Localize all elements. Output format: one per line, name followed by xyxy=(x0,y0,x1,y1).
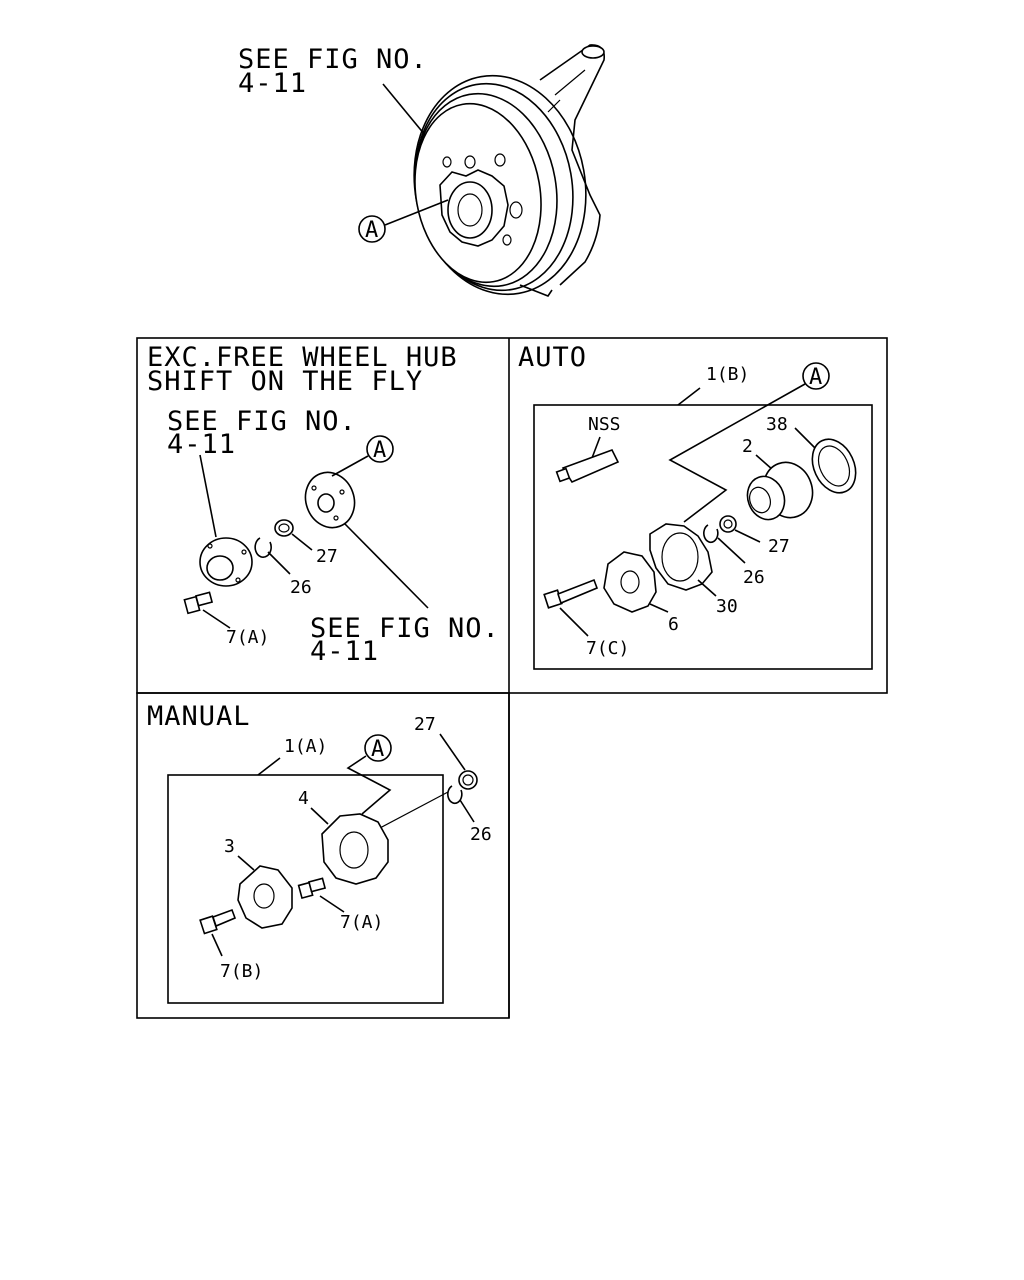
auto-label-27: 27 xyxy=(768,536,790,557)
exc-leader-line-b xyxy=(344,523,429,609)
panel-auto: AUTO 1(B) A NSS 38 2 27 26 xyxy=(518,342,873,670)
top-ref-letter: A xyxy=(365,218,378,243)
top-leader-line xyxy=(382,83,426,136)
exc-bolt-7a xyxy=(183,591,214,615)
auto-shim-27 xyxy=(719,515,737,533)
exc-ref-marker-a xyxy=(366,435,394,463)
manual-label-7a: 7(A) xyxy=(340,912,383,933)
manual-group-box xyxy=(167,774,444,1004)
exc-panel-title-line2: SHIFT ON THE FLY xyxy=(147,366,423,397)
top-ref-marker-a xyxy=(358,215,386,243)
exc-fig-number-b: 4-11 xyxy=(310,636,379,667)
auto-label-38: 38 xyxy=(766,414,788,435)
manual-group-label: 1(A) xyxy=(284,736,327,757)
manual-label-3: 3 xyxy=(224,836,235,857)
hub-center xyxy=(447,181,493,239)
manual-ref-marker-a xyxy=(364,734,392,762)
stud-hole xyxy=(464,155,476,169)
stud-hole xyxy=(494,153,506,167)
auto-grease-tube-nss xyxy=(561,449,620,484)
panel-manual: MANUAL 1(A) A 27 26 4 7(A) 3 xyxy=(147,701,492,1004)
manual-shim-27 xyxy=(458,770,478,790)
exc-leader-line-a xyxy=(199,454,217,538)
auto-group-label: 1(B) xyxy=(706,364,749,385)
manual-label-4: 4 xyxy=(298,788,309,809)
top-see-fig-label: SEE FIG NO. xyxy=(238,44,428,75)
auto-ref-marker-a xyxy=(802,362,830,390)
auto-cap-38 xyxy=(811,438,857,494)
exc-see-fig-label-a: SEE FIG NO. xyxy=(167,406,357,437)
exc-label-26: 26 xyxy=(290,577,312,598)
knuckle-ball-joint xyxy=(581,45,605,59)
top-hub-assembly: SEE FIG NO. 4-11 A xyxy=(238,44,606,297)
manual-label-27: 27 xyxy=(414,714,436,735)
auto-label-30: 30 xyxy=(716,596,738,617)
manual-label-26: 26 xyxy=(470,824,492,845)
auto-label-7c: 7(C) xyxy=(586,638,629,659)
auto-label-6: 6 xyxy=(668,614,679,635)
auto-flange-6 xyxy=(603,551,657,613)
stud-hole xyxy=(502,234,512,246)
auto-bolt-7c xyxy=(543,578,599,609)
manual-panel-title: MANUAL xyxy=(147,701,251,732)
exc-label-7a: 7(A) xyxy=(226,627,269,648)
exc-see-fig-label-b: SEE FIG NO. xyxy=(310,613,500,644)
stud-hole xyxy=(509,201,523,219)
exc-fig-number-a: 4-11 xyxy=(167,429,236,460)
exc-label-27: 27 xyxy=(316,546,338,567)
auto-ref-letter: A xyxy=(809,365,822,390)
manual-snap-ring-26 xyxy=(447,785,463,805)
exc-panel-title-line1: EXC.FREE WHEEL HUB xyxy=(147,342,458,373)
manual-bolt-7b xyxy=(199,908,237,935)
exc-snap-ring-26 xyxy=(254,537,272,558)
auto-snap-ring-26 xyxy=(703,524,719,544)
auto-group-box xyxy=(533,404,873,670)
stud-hole xyxy=(442,156,452,168)
exc-shim-27 xyxy=(274,519,294,537)
manual-knob-3 xyxy=(237,865,293,929)
manual-bolt-7a xyxy=(297,877,327,900)
manual-gear-hub-4 xyxy=(321,813,389,885)
auto-label-nss: NSS xyxy=(588,414,621,435)
manual-label-7b: 7(B) xyxy=(220,961,263,982)
auto-label-2: 2 xyxy=(742,436,753,457)
exc-ref-letter: A xyxy=(373,438,386,463)
auto-label-26: 26 xyxy=(743,567,765,588)
auto-panel-title: AUTO xyxy=(518,342,587,373)
top-ref-leader xyxy=(384,199,449,226)
top-fig-number: 4-11 xyxy=(238,68,307,99)
auto-housing-30 xyxy=(649,523,713,591)
panel-frames xyxy=(136,337,888,1019)
panel-exc-free-wheel: EXC.FREE WHEEL HUB SHIFT ON THE FLY SEE … xyxy=(147,342,500,667)
manual-ref-letter: A xyxy=(371,737,384,762)
